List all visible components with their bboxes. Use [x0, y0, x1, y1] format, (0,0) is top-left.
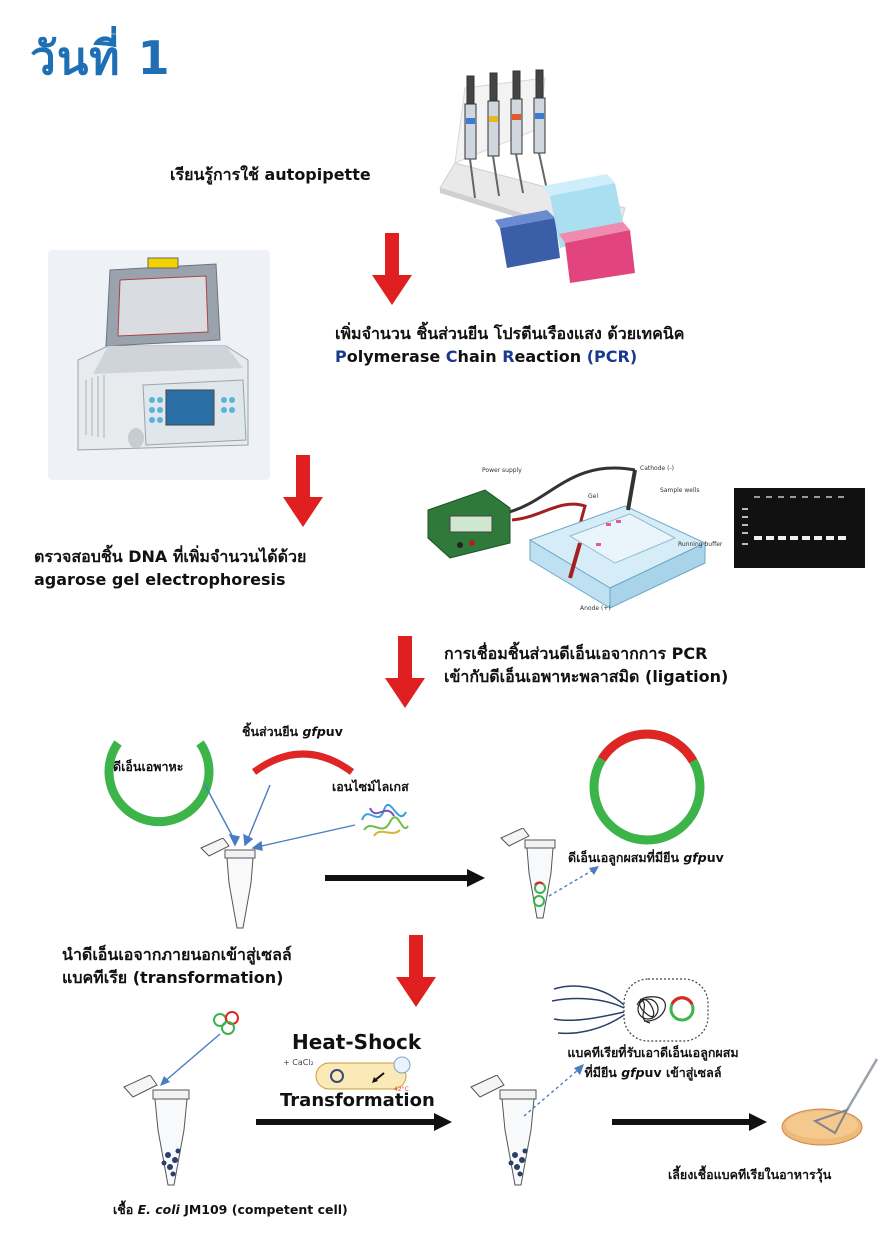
vector-label: ดีเอ็นเอพาหะ: [113, 759, 184, 774]
culture-label: เลี้ยงเชื้อแบคทีเรียในอาหารวุ้น: [668, 1167, 832, 1182]
ecoli-label: เชื้อ E. coli JM109 (competent cell): [113, 1202, 348, 1217]
svg-text:42°C: 42°C: [394, 1086, 409, 1093]
blue-arrow-plasmid-to-tube: [160, 1033, 221, 1086]
cathode-label: Cathode (-): [640, 465, 674, 472]
petri-dish-icon: [781, 1058, 879, 1146]
gel-line-1: ตรวจสอบชิ้น DNA ที่เพิ่มจำนวนได้ด้วย: [34, 547, 307, 566]
transform-line-1: นำดีเอ็นเอจากภายนอกเข้าสู่เซลล์: [62, 945, 292, 964]
plasmids-icon: [213, 1011, 239, 1035]
autopipette-image: [439, 69, 635, 283]
red-down-arrow-4: [396, 935, 436, 1007]
ligation-line-1: การเชื่อมชิ้นส่วนดีเอ็นเอจากการ PCR: [444, 644, 708, 663]
cacl2-label: + CaCl₂: [283, 1058, 314, 1067]
gel-line-2: agarose gel electrophoresis: [34, 570, 286, 590]
gel-photo: [734, 488, 865, 568]
transformed-tube-icon: [470, 1075, 537, 1186]
pcr-line-2: Polymerase Chain Reaction (PCR): [335, 347, 638, 367]
black-right-arrow-2: [256, 1113, 452, 1131]
gene-label: ชิ้นส่วนยีน gfpuv: [242, 724, 343, 739]
step-pcr-text: เพิ่มจำนวน ชิ้นส่วนยีน โปรตีนเรืองแสง ด้…: [335, 322, 684, 368]
pcr-line-1: เพิ่มจำนวน ชิ้นส่วนยีน โปรตีนเรืองแสง ด้…: [335, 324, 685, 343]
step-gel-text: ตรวจสอบชิ้น DNA ที่เพิ่มจำนวนได้ด้วย aga…: [34, 545, 306, 591]
recombinant-tube-icon: [500, 828, 556, 919]
pcr-machine-image: [48, 250, 270, 480]
step-autopipette-text: เรียนรู้การใช้ autopipette: [170, 165, 371, 184]
ligase-enzyme-icon: [361, 803, 409, 837]
red-down-arrow-1: [372, 233, 412, 305]
step-transform-text: นำดีเอ็นเอจากภายนอกเข้าสู่เซลล์ แบคทีเรี…: [62, 943, 292, 989]
ligation-tube-icon: [200, 838, 256, 929]
recombinant-plasmid-icon: [589, 729, 705, 845]
sample-wells-label: Sample wells: [660, 487, 699, 494]
bacterium-heat-shock-icon: 42°C: [315, 1056, 411, 1093]
vector-plasmid-icon: [104, 740, 214, 827]
anode-label: Anode (+): [580, 605, 611, 612]
red-down-arrow-3: [385, 636, 425, 708]
blue-arrows-to-tube: [204, 784, 356, 851]
transform-line-2: แบคทีเรีย (transformation): [62, 968, 284, 988]
dashed-arrow-1: [548, 866, 599, 897]
black-right-arrow-3: [612, 1113, 767, 1131]
ligation-line-2: เข้ากับดีเอ็นเอพาหะพลาสมิด (ligation): [444, 667, 729, 687]
recombinant-label: ดีเอ็นเอลูกผสมที่มียีน gfpuv: [568, 850, 724, 865]
transformed-bacteria-label: แบคทีเรียที่รับเอาดีเอ็นเอลูกผสม ที่มียี…: [567, 1045, 739, 1080]
gel-label: Gel: [588, 493, 598, 500]
transformation-label: Transformation: [280, 1090, 435, 1111]
power-supply-label: Power supply: [482, 467, 522, 474]
dashed-arrow-2: [523, 1064, 584, 1117]
ligase-label: เอนไซม์ไลเกส: [332, 779, 409, 794]
step-ligation-text: การเชื่อมชิ้นส่วนดีเอ็นเอจากการ PCR เข้า…: [444, 642, 728, 688]
bacterium-with-plasmid-icon: [552, 978, 709, 1042]
competent-cell-tube-icon: [123, 1075, 190, 1186]
gfp-gene-fragment-icon: [251, 750, 355, 775]
running-buffer-label: Running buffer: [678, 541, 723, 548]
red-down-arrow-2: [283, 455, 323, 527]
gel-electrophoresis-diagram: Power supply Cathode (-) Sample wells Ge…: [427, 465, 723, 612]
heat-shock-label: Heat-Shock: [292, 1030, 422, 1054]
page-title: วันที่ 1: [30, 31, 171, 85]
black-right-arrow-1: [325, 869, 485, 887]
